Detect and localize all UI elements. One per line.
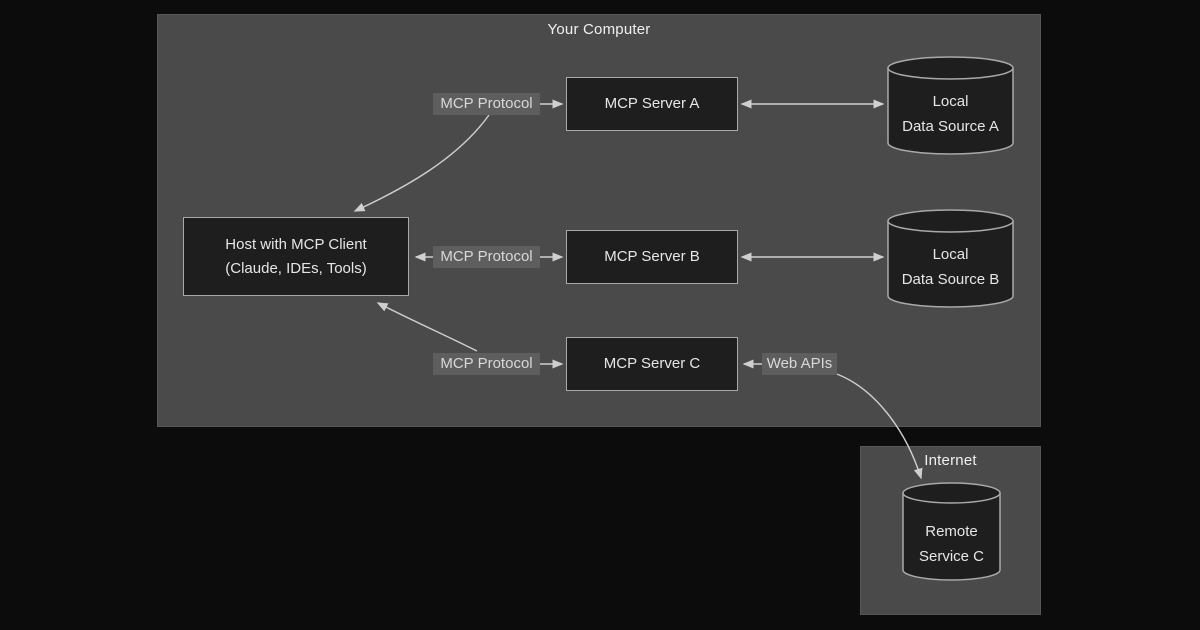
remote-service-c-cylinder [902, 482, 1001, 581]
host-node: Host with MCP Client (Claude, IDEs, Tool… [183, 217, 409, 296]
local-data-source-b-line1: Local [932, 246, 969, 263]
remote-service-c-line1: Remote [925, 523, 978, 540]
host-node-line1: Host with MCP Client [225, 235, 367, 253]
arrow-protocol-a-to-host [353, 114, 490, 212]
local-data-source-b-text: Local Data Source B [888, 242, 1013, 292]
mcp-server-c-label: MCP Server C [603, 355, 701, 372]
mcp-protocol-label-c: MCP Protocol [433, 353, 540, 375]
your-computer-title: Your Computer [547, 21, 651, 38]
local-data-source-a-line1: Local [932, 93, 969, 110]
mcp-server-a-node: MCP Server A [566, 77, 738, 131]
arrow-web-apis-to-remote-c [833, 372, 923, 480]
mcp-server-b-label: MCP Server B [604, 248, 700, 265]
mcp-server-a-label: MCP Server A [604, 95, 700, 112]
mcp-server-b-node: MCP Server B [566, 230, 738, 284]
arrow-protocol-c-to-host [376, 302, 478, 352]
internet-title: Internet [924, 452, 977, 469]
remote-service-c-text: Remote Service C [903, 519, 1000, 569]
mcp-protocol-label-b: MCP Protocol [433, 246, 540, 268]
remote-service-c-line2: Service C [918, 548, 985, 565]
internet-container [860, 446, 1041, 615]
mcp-server-c-node: MCP Server C [566, 337, 738, 391]
local-data-source-a-line2: Data Source A [902, 118, 999, 135]
local-data-source-b-cylinder [887, 209, 1014, 308]
local-data-source-a-cylinder [887, 56, 1014, 155]
web-apis-label: Web APIs [762, 353, 837, 375]
local-data-source-a-text: Local Data Source A [888, 89, 1013, 139]
host-node-line2: (Claude, IDEs, Tools) [225, 259, 367, 277]
mcp-protocol-label-a: MCP Protocol [433, 93, 540, 115]
local-data-source-b-line2: Data Source B [901, 271, 1000, 288]
